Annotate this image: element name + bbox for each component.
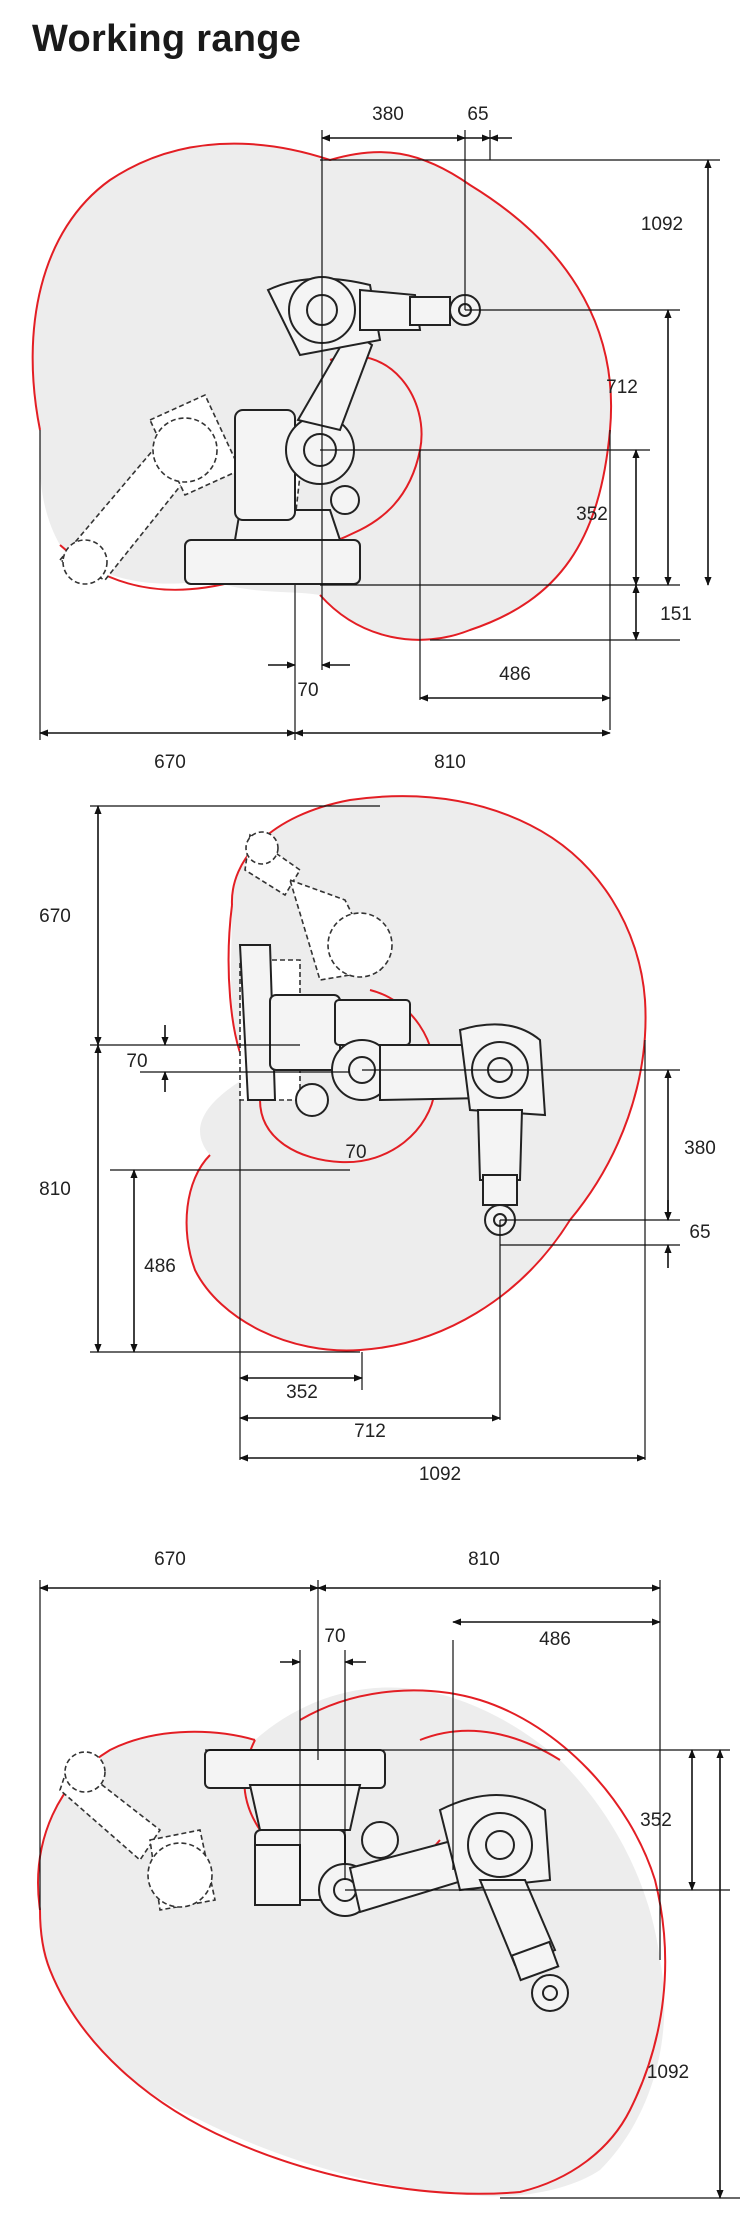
top-dim-712: 712 — [354, 1421, 386, 1442]
top-dim-486: 486 — [144, 1256, 176, 1277]
page-title: Working range — [32, 18, 302, 60]
side-dim-670: 670 — [154, 752, 186, 773]
front-dimension-lines — [39, 1580, 740, 2199]
top-dim-1092: 1092 — [419, 1464, 461, 1485]
front-dim-486: 486 — [539, 1629, 571, 1650]
side-view: 380 65 1092 712 352 151 486 70 670 810 — [31, 104, 720, 773]
top-dim-352: 352 — [286, 1382, 318, 1403]
front-dim-670: 670 — [154, 1549, 186, 1570]
side-dim-70: 70 — [297, 680, 318, 701]
front-dim-810: 810 — [468, 1549, 500, 1570]
top-dim-380: 380 — [684, 1138, 716, 1159]
front-upper-boundary — [419, 1729, 561, 1761]
front-dimension-labels: 670 810 70 486 352 1092 — [154, 1549, 689, 2083]
side-dimension-labels: 380 65 1092 712 352 151 486 70 670 810 — [154, 104, 692, 773]
side-outer-boundary — [31, 142, 613, 641]
top-dim-70-left: 70 — [126, 1051, 147, 1072]
top-dim-70-inner: 70 — [345, 1142, 366, 1163]
side-dim-810: 810 — [434, 752, 466, 773]
front-dim-70: 70 — [324, 1626, 345, 1647]
top-dim-810: 810 — [39, 1179, 71, 1200]
side-dimension-lines — [39, 130, 720, 740]
front-outer-boundary — [37, 1689, 667, 2195]
front-robot — [204, 1749, 569, 2012]
front-dim-1092: 1092 — [647, 2062, 689, 2083]
top-inner-boundary — [259, 989, 437, 1164]
front-robot-ghost — [59, 1751, 216, 1911]
top-outer-boundary — [185, 795, 647, 1352]
side-dim-1092: 1092 — [641, 214, 683, 235]
side-dim-712: 712 — [606, 377, 638, 398]
top-dim-65: 65 — [689, 1222, 710, 1243]
front-view: 670 810 70 486 352 1092 — [37, 1549, 740, 2199]
top-dimension-lines — [90, 805, 680, 1462]
side-dim-352: 352 — [576, 504, 608, 525]
top-dim-670: 670 — [39, 906, 71, 927]
top-view: 670 70 810 486 70 380 65 352 712 1092 — [39, 795, 716, 1485]
side-dim-151: 151 — [660, 604, 692, 625]
top-dimension-labels: 670 70 810 486 70 380 65 352 712 1092 — [39, 906, 716, 1485]
side-dim-380: 380 — [372, 104, 404, 125]
side-dim-65: 65 — [467, 104, 488, 125]
front-dim-352: 352 — [640, 1810, 672, 1831]
side-dim-486: 486 — [499, 664, 531, 685]
